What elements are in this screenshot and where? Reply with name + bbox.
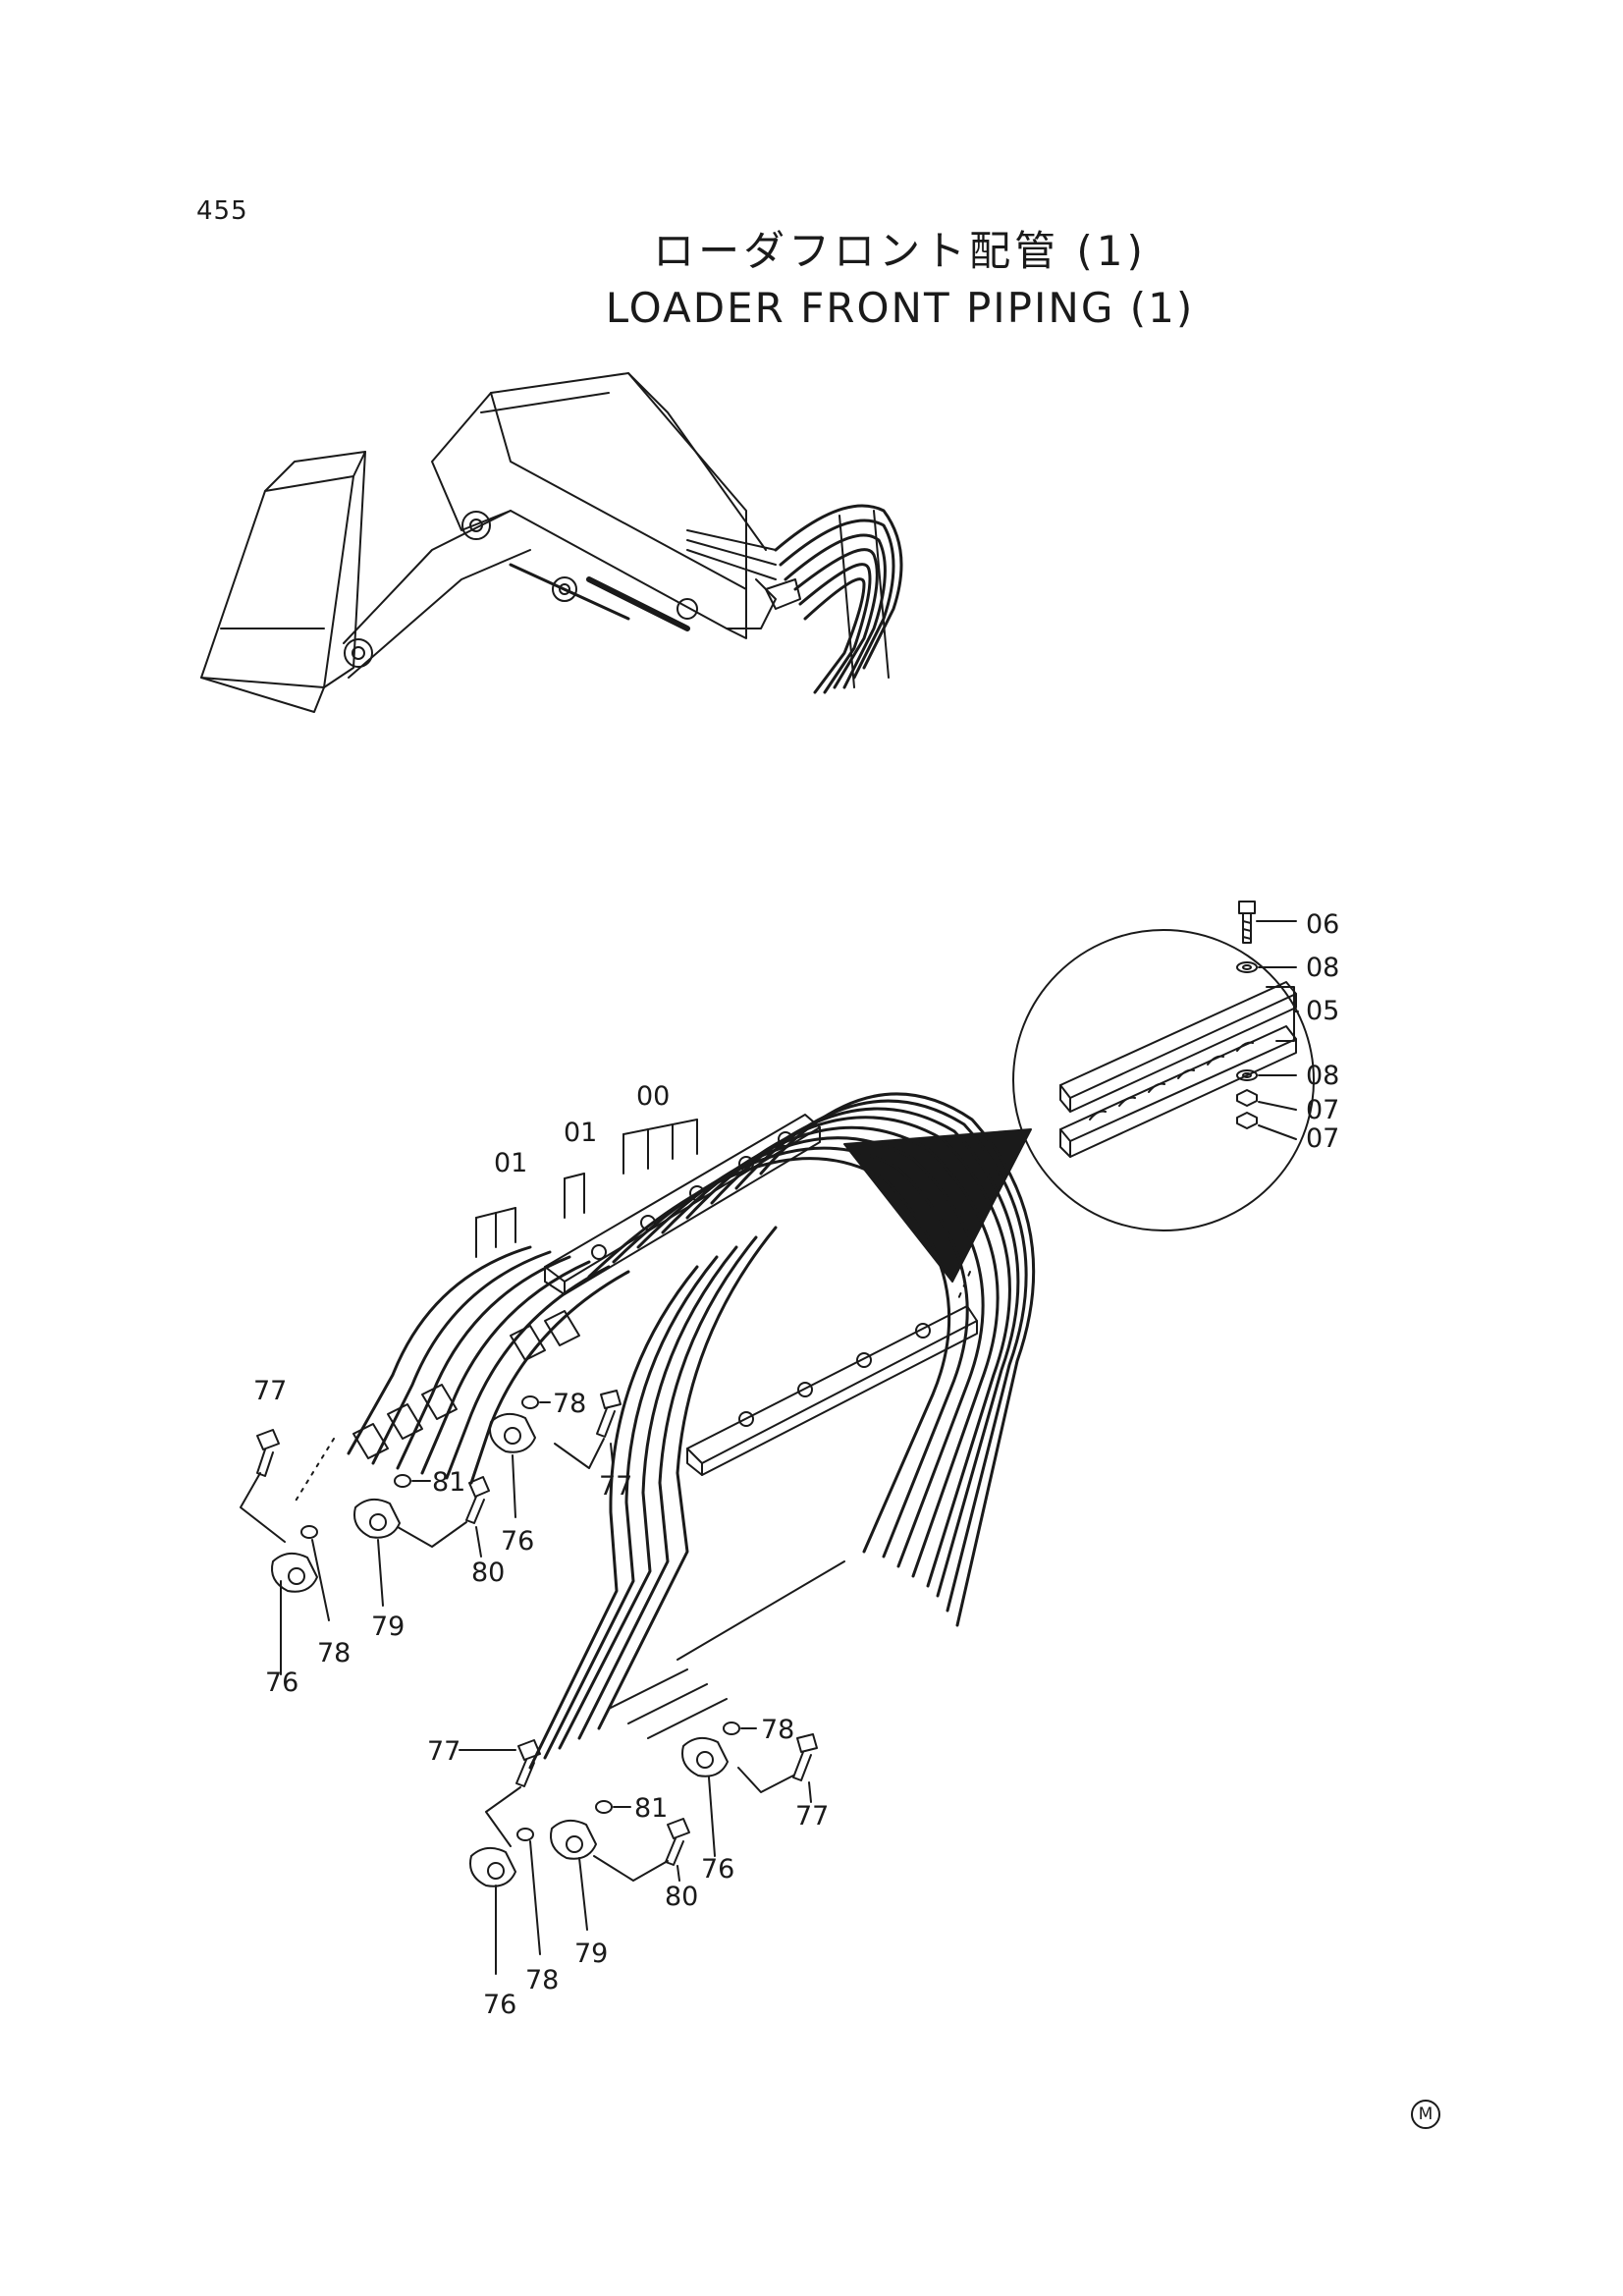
label-77-upper-right: 77: [599, 1471, 632, 1502]
label-00: 00: [636, 1081, 670, 1112]
label-79-lower: 79: [574, 1939, 608, 1969]
label-08-upper: 08: [1306, 953, 1339, 983]
label-78-upper-right: 78: [553, 1389, 586, 1419]
label-76-lower-right: 76: [701, 1854, 734, 1885]
title-japanese: ローダフロント配管 (1): [653, 227, 1147, 275]
label-79-upper: 79: [371, 1612, 405, 1642]
manufacturer-mark: M: [1411, 2100, 1440, 2129]
label-77-upper-left: 77: [253, 1376, 287, 1406]
label-76-upper-middle: 76: [501, 1526, 534, 1557]
label-77-lower-right: 77: [795, 1801, 829, 1831]
label-76-upper-left: 76: [265, 1667, 298, 1698]
label-78-upper-left: 78: [317, 1638, 351, 1668]
hose-assembly: [294, 1092, 1036, 1770]
title-english: LOADER FRONT PIPING (1): [605, 284, 1195, 332]
clamp-detail-view: [843, 901, 1315, 1302]
label-05: 05: [1306, 996, 1339, 1026]
label-80-upper: 80: [471, 1558, 505, 1588]
label-77-lower-left: 77: [427, 1736, 460, 1767]
fittings-lower-group: [459, 1722, 818, 1975]
label-76-lower-left: 76: [483, 1990, 516, 2020]
label-07-lower: 07: [1306, 1123, 1339, 1154]
label-01-right: 01: [564, 1118, 597, 1148]
label-78-lower-left: 78: [525, 1965, 559, 1995]
part-number-labels: 00 01 01 06 08 05 08 07 07 77 81 78 77 7…: [253, 909, 1339, 2020]
label-08-lower: 08: [1306, 1061, 1339, 1091]
page-number: 455: [196, 196, 248, 226]
label-80-lower: 80: [665, 1882, 698, 1912]
label-07-upper: 07: [1306, 1095, 1339, 1125]
label-81-lower: 81: [634, 1793, 668, 1824]
label-01-left: 01: [494, 1148, 527, 1178]
label-06: 06: [1306, 909, 1339, 940]
label-81-upper: 81: [432, 1467, 465, 1498]
label-78-lower-right: 78: [761, 1715, 794, 1745]
title-block: ローダフロント配管 (1) LOADER FRONT PIPING (1): [0, 218, 1623, 332]
loader-overview-illustration: [200, 372, 903, 713]
fittings-upper-group: [240, 1390, 622, 1675]
